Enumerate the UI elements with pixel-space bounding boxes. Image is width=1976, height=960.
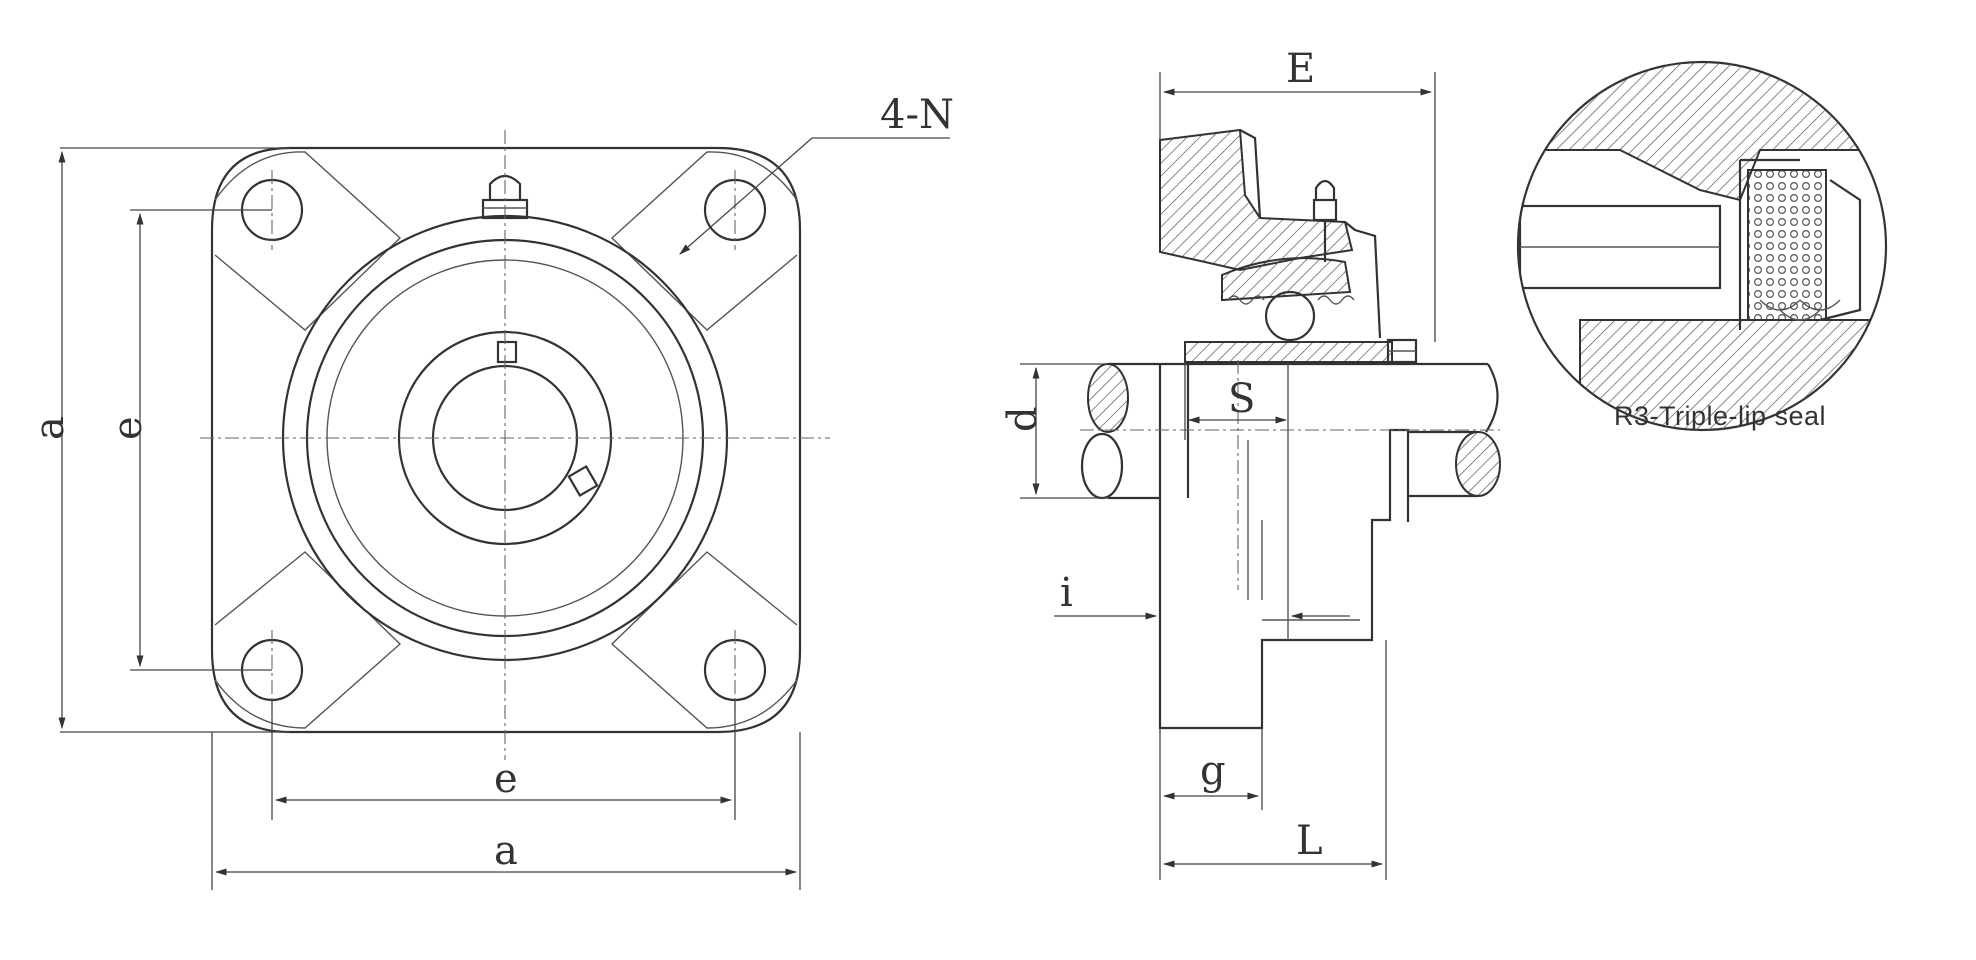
shaft-break-left [1087, 363, 1129, 433]
side-view: E S d i g L [1000, 46, 1501, 880]
seal-right [1317, 295, 1355, 305]
detail-lip-curves [1759, 299, 1841, 321]
label-4n: 4-N [880, 92, 954, 138]
flange-ear-bottom-left [214, 551, 402, 729]
flange-ear-top-right [610, 151, 798, 331]
shaft-break-left-lower [1080, 432, 1124, 500]
flange-ear-top-left [214, 151, 402, 331]
seal-left [1227, 295, 1265, 305]
detail-seal-case [1738, 158, 1862, 330]
label-i: i [1060, 570, 1073, 616]
shaft-end-right [1455, 431, 1501, 497]
label-e-vertical: e [105, 416, 151, 440]
label-e-horizontal: e [494, 756, 518, 802]
side-grease-nipple-icon [1312, 179, 1338, 262]
flange-outline [210, 146, 802, 734]
label-L: L [1296, 818, 1323, 864]
label-E: E [1286, 46, 1315, 92]
set-screw-angled [567, 464, 599, 498]
housing-body-upper [1239, 129, 1382, 339]
set-screw-top [496, 340, 518, 364]
detail-seal-lips [1747, 169, 1827, 321]
flange-ear-bottom-right [610, 551, 798, 729]
label-a-vertical: a [27, 416, 73, 440]
leader-4n [679, 137, 813, 255]
ball-icon [1264, 290, 1316, 342]
label-d: d [1000, 406, 1046, 432]
label-S: S [1228, 376, 1255, 422]
detail-caption: R3-Triple-lip seal [1614, 401, 1826, 431]
front-view: a e e a 4-N [27, 92, 954, 890]
housing-section-upper [1159, 128, 1354, 272]
shaft-break-right [1485, 363, 1499, 433]
label-a-horizontal: a [494, 828, 518, 874]
outer-ring-section [1221, 257, 1352, 302]
inner-ring-section [1184, 341, 1393, 363]
label-g: g [1200, 748, 1226, 794]
housing-body-lower [1158, 364, 1410, 730]
seal-detail: R3-Triple-lip seal [1516, 60, 1888, 432]
